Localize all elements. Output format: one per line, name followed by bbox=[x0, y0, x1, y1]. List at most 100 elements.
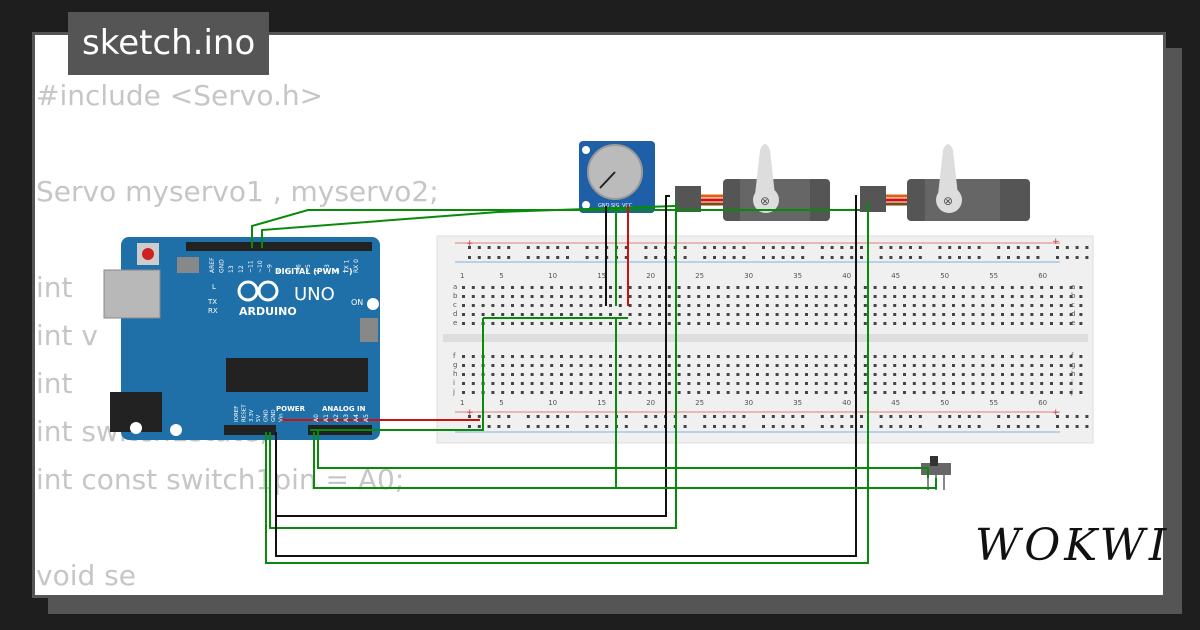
bb-row-label: i bbox=[453, 379, 455, 387]
bb-column-number: 1 bbox=[460, 272, 464, 280]
bb-column-number: 1 bbox=[460, 399, 464, 407]
bb-column-number: 15 bbox=[597, 399, 606, 407]
arduino-model: UNO bbox=[294, 284, 335, 305]
bb-row-label: b bbox=[1071, 292, 1076, 300]
code-line: int v bbox=[36, 319, 98, 352]
bb-column-number: 15 bbox=[597, 272, 606, 280]
analog-label: ANALOG IN bbox=[322, 405, 366, 413]
bb-column-number: 40 bbox=[842, 399, 851, 407]
digital-pin-label: 8 bbox=[276, 269, 283, 273]
power-pin-label: IOREF bbox=[234, 406, 240, 422]
bb-column-number: 25 bbox=[695, 399, 704, 407]
bb-column-number: 40 bbox=[842, 272, 851, 280]
servo-2: ⊗ bbox=[860, 144, 1030, 221]
digital-pin-label: ~9 bbox=[267, 264, 274, 273]
code-line: Servo myservo1 , myservo2; bbox=[36, 175, 439, 208]
bb-row-label: f bbox=[453, 352, 456, 360]
bb-row-label: d bbox=[453, 310, 457, 318]
analog-pin-label: A3 bbox=[343, 414, 350, 422]
bb-row-label: i bbox=[1071, 379, 1073, 387]
bb-column-number: 60 bbox=[1038, 272, 1047, 280]
arduino-uno-board: DIGITAL (PWM ~) ARDUINO UNO ON TX RX L P… bbox=[103, 237, 380, 440]
digital-pin-label: 12 bbox=[238, 265, 245, 273]
file-tab[interactable]: sketch.ino bbox=[68, 12, 270, 75]
bb-column-number: 50 bbox=[940, 399, 949, 407]
bb-row-label: e bbox=[1071, 319, 1075, 327]
bb-plus-bottom-left: + bbox=[466, 408, 474, 418]
digital-pin-label: 4 bbox=[315, 269, 322, 273]
power-pin-label: 5V bbox=[256, 415, 262, 422]
bb-column-number: 10 bbox=[548, 399, 557, 407]
bb-column-number: 25 bbox=[695, 272, 704, 280]
analog-pin-label: A2 bbox=[333, 414, 340, 422]
bb-row-label: a bbox=[453, 283, 457, 291]
code-line: void se bbox=[36, 559, 136, 592]
digital-pin-label: ~11 bbox=[247, 260, 254, 273]
power-header bbox=[224, 425, 276, 435]
bb-row-label: h bbox=[453, 370, 457, 378]
bb-row-label: b bbox=[453, 292, 458, 300]
bb-column-number: 5 bbox=[499, 272, 503, 280]
potentiometer: GND SIG VCC bbox=[579, 141, 655, 213]
bb-row-label: j bbox=[452, 388, 455, 396]
bb-plus-top-right: + bbox=[1052, 237, 1060, 247]
servo-2-screw: ⊗ bbox=[943, 194, 953, 208]
bb-column-number: 10 bbox=[548, 272, 557, 280]
pot-pin-gnd: GND bbox=[598, 203, 610, 209]
bb-row-label: a bbox=[1071, 283, 1075, 291]
digital-pin-label: ~6 bbox=[295, 264, 302, 273]
power-pin-label: RESET bbox=[241, 404, 247, 422]
analog-pin-label: A0 bbox=[313, 414, 320, 422]
bb-column-number: 20 bbox=[646, 399, 655, 407]
code-line: int bbox=[36, 271, 73, 304]
power-pin-label: GND bbox=[271, 409, 277, 422]
wokwi-logo: WOKWI bbox=[975, 520, 1171, 571]
analog-pin-label: A5 bbox=[363, 414, 370, 422]
bb-row-label: g bbox=[453, 361, 457, 369]
bb-plus-top-left: + bbox=[466, 239, 474, 249]
bb-plus-bottom-right: + bbox=[1052, 408, 1060, 418]
breadboard: 1155101015152020252530303535404045455050… bbox=[436, 235, 1094, 444]
bb-column-number: 45 bbox=[891, 399, 900, 407]
digital-header bbox=[186, 242, 372, 251]
digital-pin-label: AREF bbox=[209, 257, 216, 273]
bb-column-number: 45 bbox=[891, 272, 900, 280]
code-line: #include <Servo.h> bbox=[36, 79, 324, 112]
bb-row-label: h bbox=[1071, 370, 1075, 378]
bb-column-number: 55 bbox=[989, 272, 998, 280]
bb-column-number: 50 bbox=[940, 272, 949, 280]
servo-1-screw: ⊗ bbox=[760, 194, 770, 208]
analog-pin-label: A1 bbox=[323, 414, 330, 422]
bb-column-number: 55 bbox=[989, 399, 998, 407]
bb-column-number: 60 bbox=[1038, 399, 1047, 407]
bb-column-number: 30 bbox=[744, 399, 753, 407]
digital-pin-label: 7 bbox=[286, 269, 293, 273]
bb-row-label: c bbox=[453, 301, 457, 309]
power-label: POWER bbox=[276, 405, 306, 413]
bb-row-label: j bbox=[1070, 388, 1073, 396]
rx-label: RX bbox=[208, 307, 218, 315]
l-label: L bbox=[212, 283, 216, 291]
bb-column-number: 35 bbox=[793, 272, 802, 280]
bb-column-number: 5 bbox=[499, 399, 503, 407]
code-line: int const switch1pin = A0; bbox=[36, 463, 405, 496]
wires bbox=[251, 195, 937, 564]
bb-row-label: g bbox=[1071, 361, 1075, 369]
bb-column-number: 35 bbox=[793, 399, 802, 407]
usb-port bbox=[103, 269, 161, 319]
bb-row-label: f bbox=[1071, 352, 1074, 360]
power-pin-label: 3.3V bbox=[249, 409, 255, 422]
power-pin-label: Vin bbox=[278, 413, 284, 422]
atmega-chip bbox=[226, 358, 368, 392]
bb-column-number: 30 bbox=[744, 272, 753, 280]
bb-row-label: c bbox=[1071, 301, 1075, 309]
digital-label: DIGITAL (PWM ~) bbox=[275, 267, 353, 276]
bb-row-label: e bbox=[453, 319, 457, 327]
digital-pin-label: 13 bbox=[228, 265, 235, 273]
digital-pin-label: ~5 bbox=[305, 264, 312, 273]
digital-pin-label: RX 0 bbox=[353, 259, 360, 273]
arduino-brand: ARDUINO bbox=[239, 305, 297, 318]
tx-label: TX bbox=[207, 298, 217, 306]
digital-pin-label: GND bbox=[219, 259, 226, 273]
